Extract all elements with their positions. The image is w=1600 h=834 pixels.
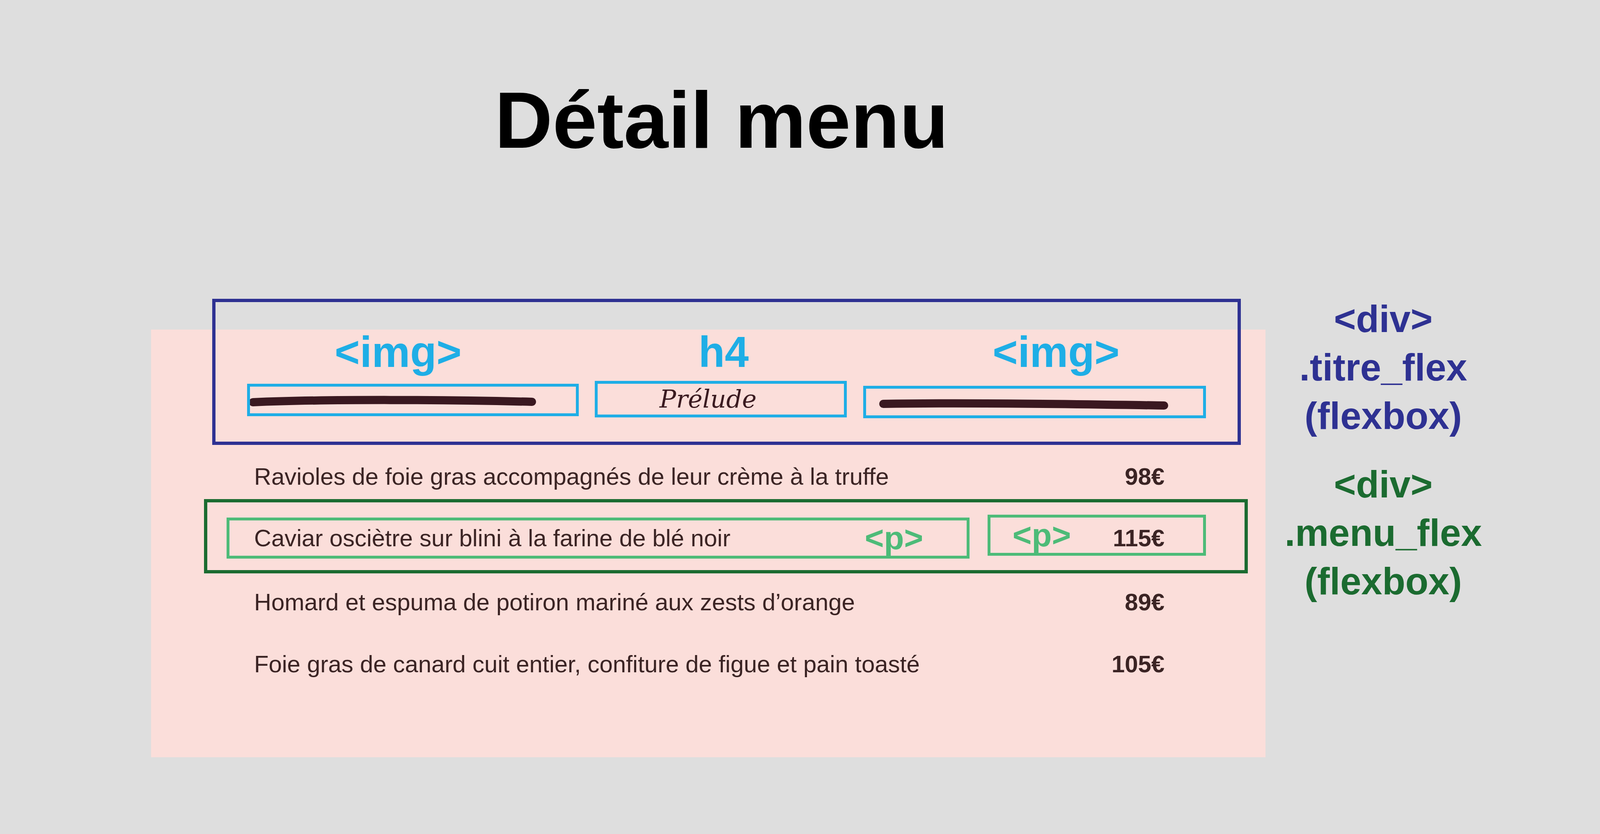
- element-tag: <p>: [1012, 518, 1071, 552]
- flex-container-box: <div> .titre_flex (flexbox)<img>h4Prélud…: [212, 298, 1241, 445]
- dish-price: 89€: [1124, 588, 1165, 617]
- heading-element-box: h4Prélude: [594, 380, 847, 418]
- element-tag: <p>: [864, 521, 924, 555]
- dish-name: Ravioles de foie gras accompagnés de leu…: [254, 463, 889, 491]
- element-tag: <img>: [334, 327, 462, 378]
- dish-name: Homard et espuma de potiron mariné aux z…: [254, 588, 856, 617]
- page-title: Détail menu: [494, 73, 949, 166]
- dish-name: Foie gras de canard cuit entier, confitu…: [254, 650, 920, 679]
- element-tag: h4: [698, 327, 750, 378]
- flex-container-box: <div> .menu_flex (flexbox)Caviar osciètr…: [204, 499, 1248, 574]
- element-tag: <img>: [992, 327, 1120, 378]
- img-element-box: <img>: [863, 385, 1206, 419]
- section-heading: Prélude: [659, 385, 757, 414]
- dish-name: Caviar osciètre sur blini à la farine de…: [254, 524, 731, 553]
- paragraph-element-box: <p> 115€: [987, 514, 1206, 556]
- dish-price: 115€: [1112, 524, 1165, 553]
- container-label: <div> .menu_flex (flexbox): [1268, 460, 1499, 606]
- container-label: <div> .titre_flex (flexbox): [1268, 294, 1499, 441]
- dish-price: 105€: [1111, 650, 1165, 679]
- paragraph-element-box: Caviar osciètre sur blini à la farine de…: [226, 517, 970, 559]
- brush-stroke: [883, 403, 1165, 406]
- img-element-box: <img>: [247, 383, 579, 417]
- dish-price: 98€: [1124, 463, 1165, 491]
- menu-card: [151, 329, 1266, 758]
- brush-stroke: [252, 400, 532, 403]
